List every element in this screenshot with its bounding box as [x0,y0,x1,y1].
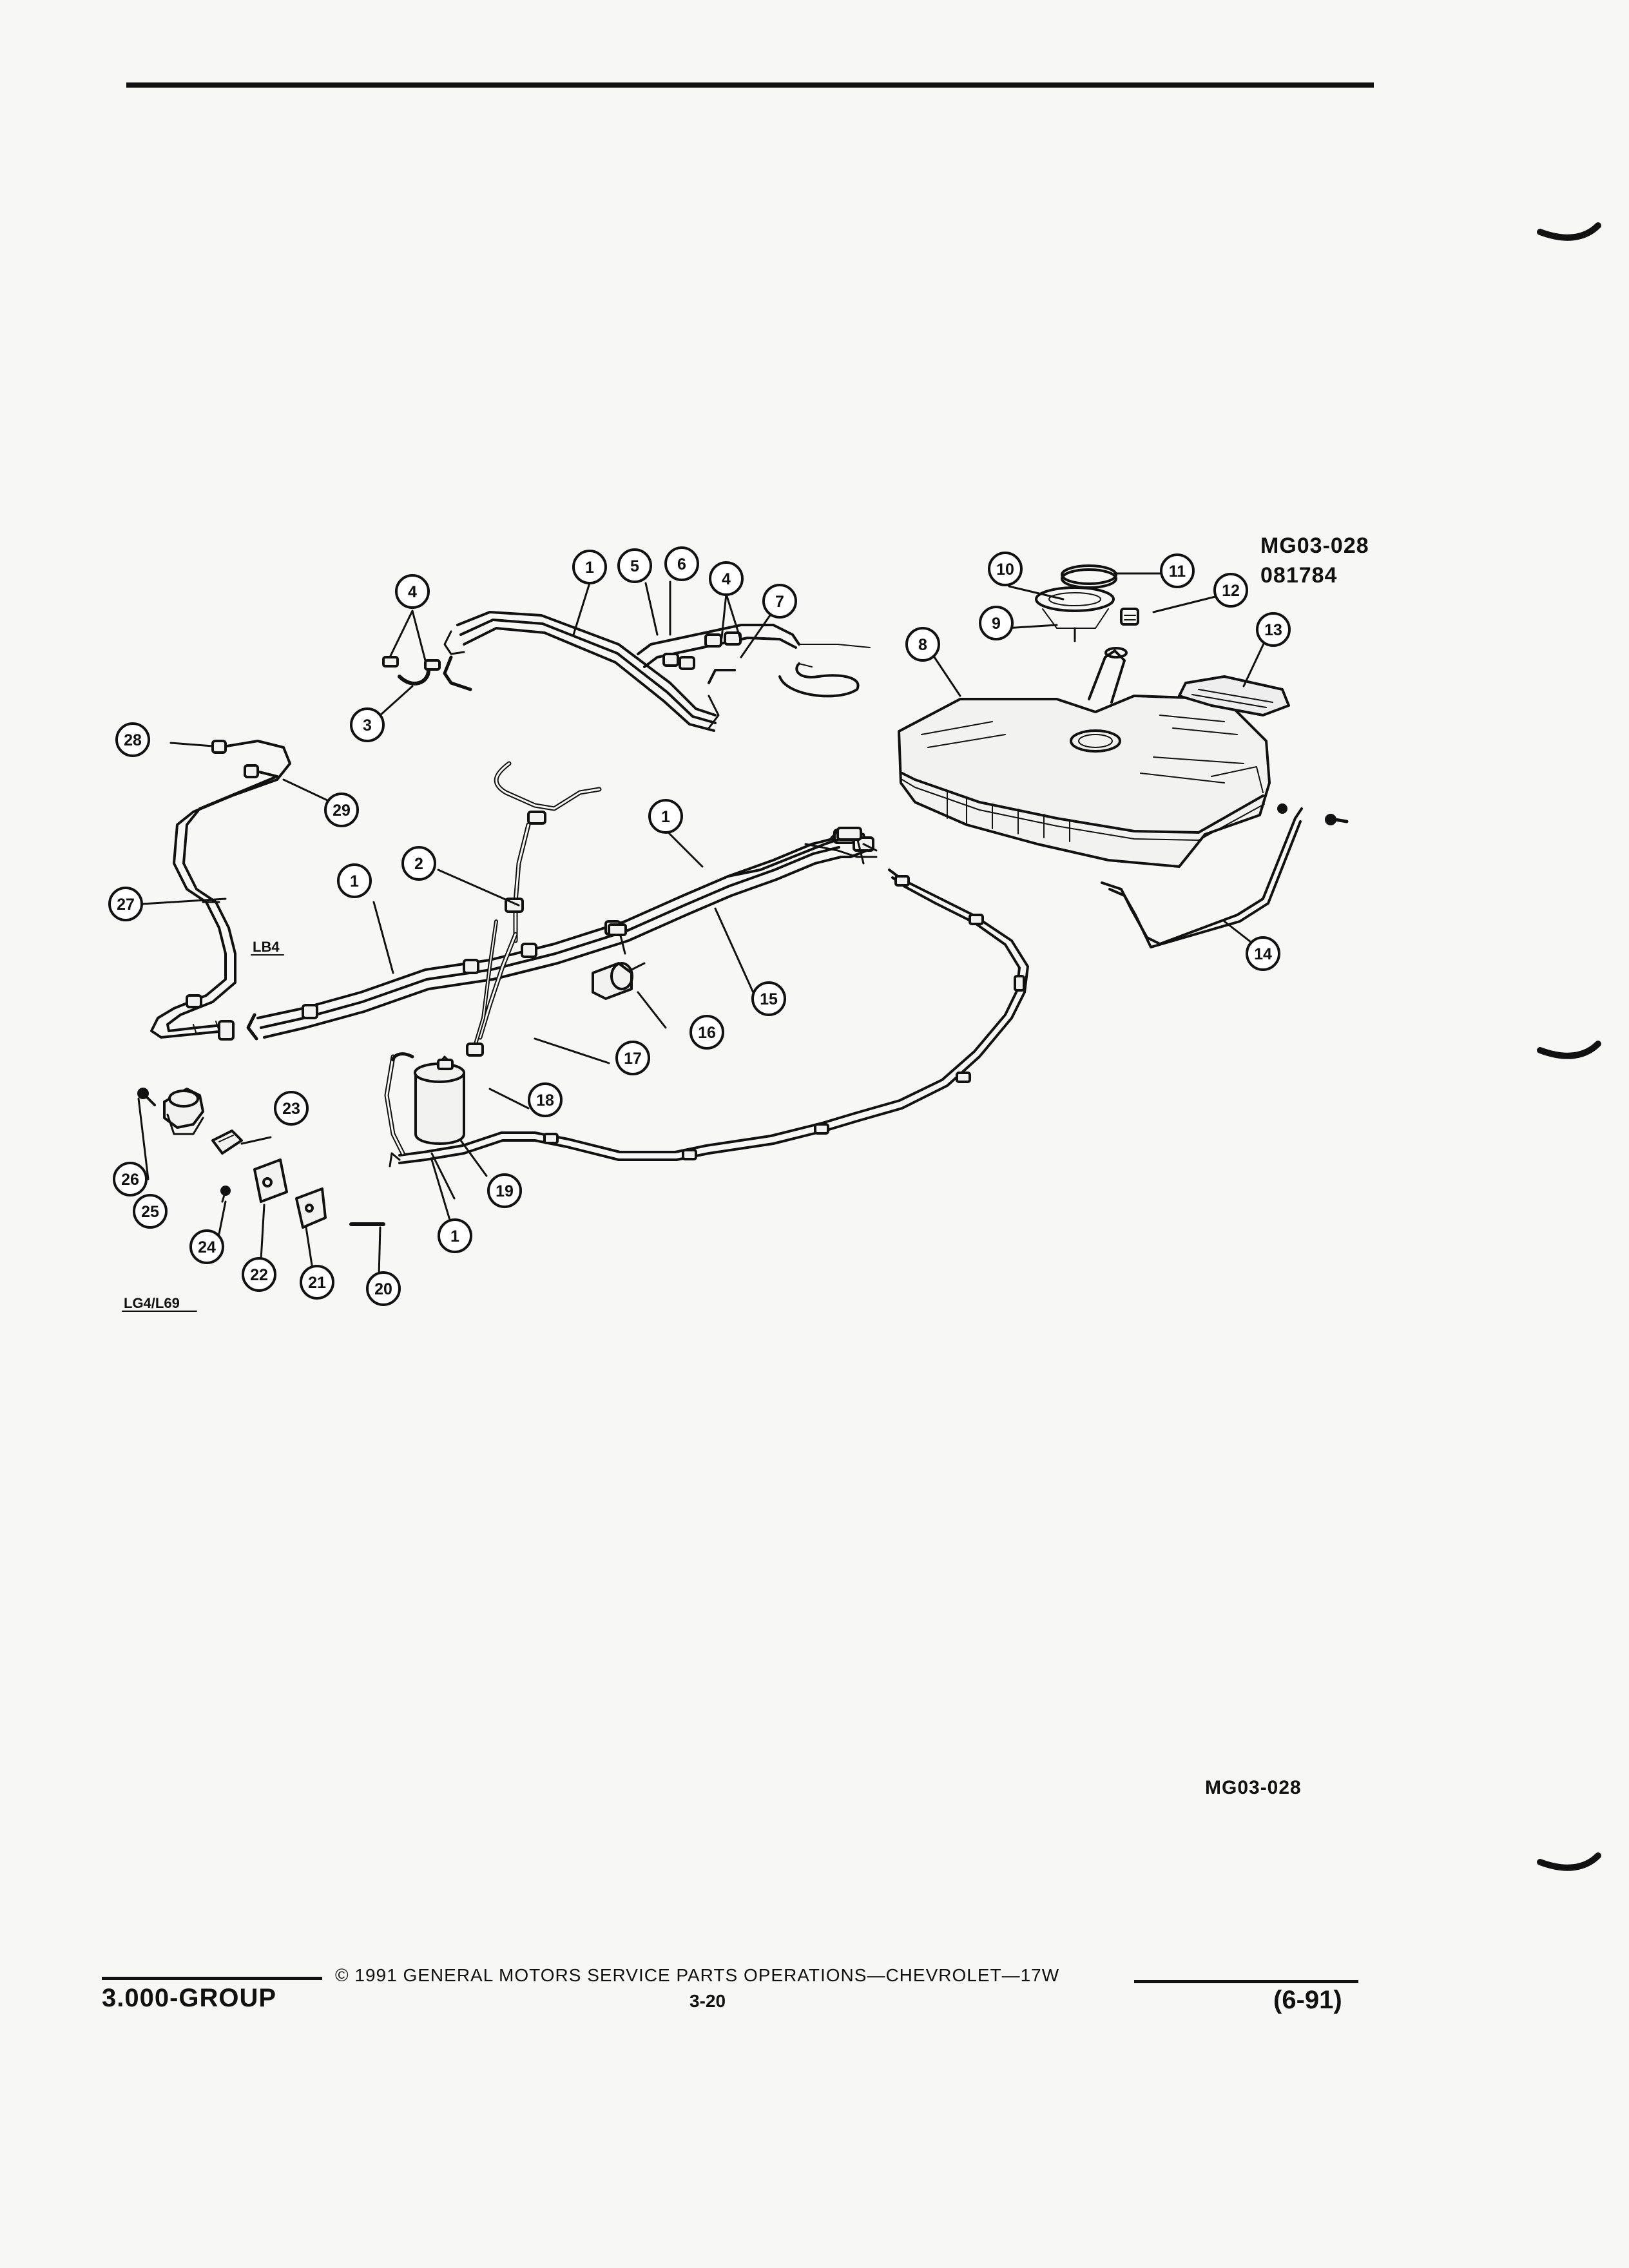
engine-label-lb4: LB4 [253,939,280,955]
footer-rule-right [1134,1980,1358,1983]
callout-2: 2 [414,855,423,873]
callout-24: 24 [198,1238,216,1256]
callout-1b: 1 [350,872,359,890]
callout-circles [108,546,1291,1306]
long-vapor-line [389,869,1029,1168]
callout-20: 20 [374,1280,392,1298]
right-branch-line [727,827,878,878]
callout-1a: 1 [661,808,670,826]
vapor-hoses [466,761,602,1057]
vent-valve [1120,608,1139,626]
heat-shield [1178,675,1290,716]
engine-label-lg4-l69: LG4/L69 [124,1295,180,1311]
leader-lines [137,572,1271,1277]
callout-5: 5 [630,557,639,575]
fuel-cap [1061,564,1117,589]
callout-15: 15 [760,990,778,1008]
upper-fuel-lines [443,611,871,732]
callout-10: 10 [996,561,1014,579]
callout-1d: 1 [585,559,594,577]
callout-16: 16 [698,1024,716,1042]
charcoal-canister [384,1052,465,1156]
callout-1c: 1 [450,1227,459,1245]
callout-19: 19 [496,1182,514,1200]
callout-12: 12 [1222,582,1240,600]
header-rule [126,82,1374,88]
figure-code: 081784 [1260,563,1338,588]
callout-21: 21 [308,1274,326,1292]
binder-mark [1537,222,1601,241]
callout-22: 22 [250,1266,268,1284]
callout-4b: 4 [722,570,731,588]
callout-14: 14 [1254,945,1272,963]
fuel-pump-parts [137,1088,385,1229]
callout-17: 17 [624,1050,642,1068]
callout-23: 23 [282,1100,300,1118]
binder-mark [1537,1852,1601,1871]
fuel-filter [592,923,646,1000]
callout-27: 27 [117,896,135,914]
footer-rule-left [102,1977,322,1980]
footer-page-number: 3-20 [689,1991,726,2011]
binder-mark [1537,1041,1601,1059]
callout-29: 29 [333,802,351,820]
callout-6: 6 [677,555,686,573]
callout-13: 13 [1264,621,1282,639]
callout-3: 3 [363,716,372,735]
callout-11: 11 [1169,562,1186,581]
left-fuel-lines [150,740,291,1041]
callout-9: 9 [992,615,1001,633]
upper-hose-clamps [382,655,472,691]
footer-group: 3.000-GROUP [102,1984,277,2012]
callout-4a: 4 [408,583,417,601]
fuel-tank [898,695,1271,868]
lower-fuel-lines [246,829,878,1041]
figure-id-top: MG03-028 [1260,533,1369,558]
tank-strap [1101,803,1349,948]
callout-8: 8 [918,636,927,654]
vapor-hose-loop [778,662,860,698]
figure-id-bottom: MG03-028 [1205,1777,1302,1798]
filler-neck [1088,647,1128,704]
footer-date: (6-91) [1273,1986,1342,2014]
callout-28: 28 [124,731,142,749]
callout-26: 26 [121,1171,139,1189]
footer-copyright: © 1991 GENERAL MOTORS SERVICE PARTS OPER… [335,1965,1060,1985]
callout-7: 7 [775,593,784,611]
callout-25: 25 [141,1203,159,1221]
callout-18: 18 [536,1091,554,1110]
